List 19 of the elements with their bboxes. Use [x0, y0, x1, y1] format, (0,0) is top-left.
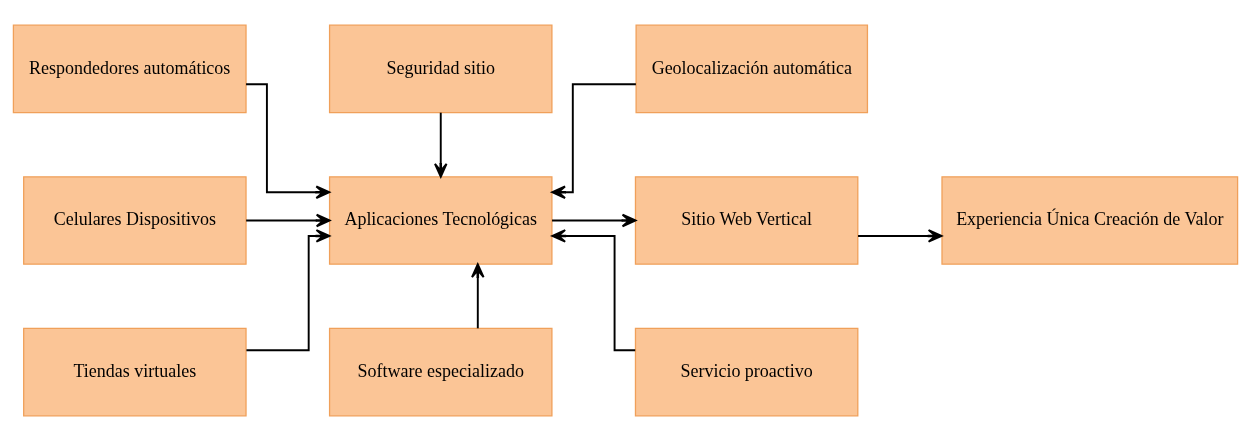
arrow: [551, 229, 637, 352]
arrow: [551, 213, 637, 228]
node-box: Respondedores automáticos: [12, 24, 247, 114]
arrow: [245, 213, 331, 228]
arrow: [857, 229, 943, 243]
node-box: Aplicaciones Tecnológicas: [328, 176, 553, 265]
node-box: Experiencia Única Creación de Valor: [941, 176, 1239, 265]
node-box: Celulares Dispositivos: [23, 176, 247, 265]
arrow: [245, 83, 331, 199]
node-box: Tiendas virtuales: [23, 327, 247, 417]
node-box: Geolocalización automática: [635, 24, 869, 114]
arrow: [434, 111, 448, 178]
node-box: Seguridad sitio: [328, 24, 553, 114]
arrow: [245, 229, 331, 352]
node-box: Software especializado: [328, 327, 553, 417]
arrow: [551, 83, 637, 199]
arrow: [471, 263, 485, 330]
node-box: Servicio proactivo: [634, 327, 859, 417]
node-box: Sitio Web Vertical: [634, 176, 859, 265]
